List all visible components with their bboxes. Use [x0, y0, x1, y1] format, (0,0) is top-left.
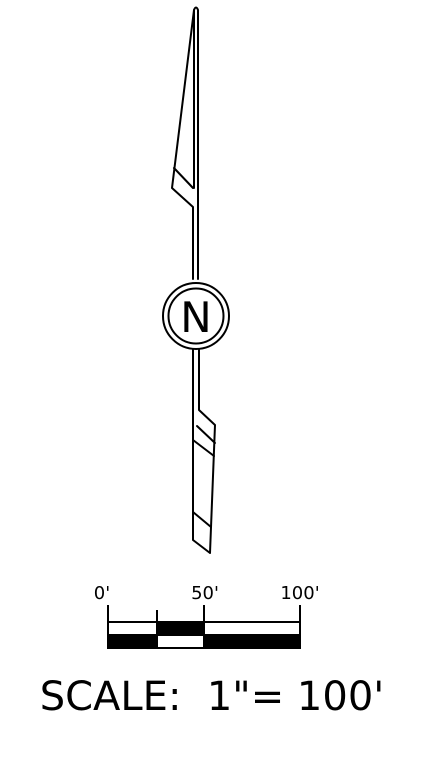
north-letter: N: [180, 293, 211, 342]
scale-seg-top-1: [107, 621, 158, 636]
south-needle: [192, 348, 216, 554]
scale-text: SCALE: 1"= 100': [40, 674, 385, 720]
south-needle-band-bottom: [192, 511, 212, 528]
north-needle: [171, 6, 199, 280]
scale-label-0: 0': [94, 583, 110, 604]
scale-seg-bottom-3: [203, 634, 301, 649]
north-circle-outer: [162, 282, 230, 350]
scale-seg-top-2: [156, 621, 205, 636]
scale-seg-bottom-2: [156, 634, 205, 649]
south-needle-band-top: [192, 425, 216, 457]
north-circle-inner: [167, 287, 225, 345]
scale-seg-top-3: [203, 621, 301, 636]
north-needle-outline: [171, 6, 199, 280]
scale-label-50: 50': [191, 583, 219, 604]
scale-seg-bottom-1: [107, 634, 158, 649]
scale-bar: 0' 50' 100': [94, 583, 320, 649]
south-needle-outline: [192, 348, 216, 554]
north-compass: N: [162, 282, 230, 350]
north-needle-band: [173, 9, 195, 189]
scale-label-100: 100': [280, 583, 319, 604]
